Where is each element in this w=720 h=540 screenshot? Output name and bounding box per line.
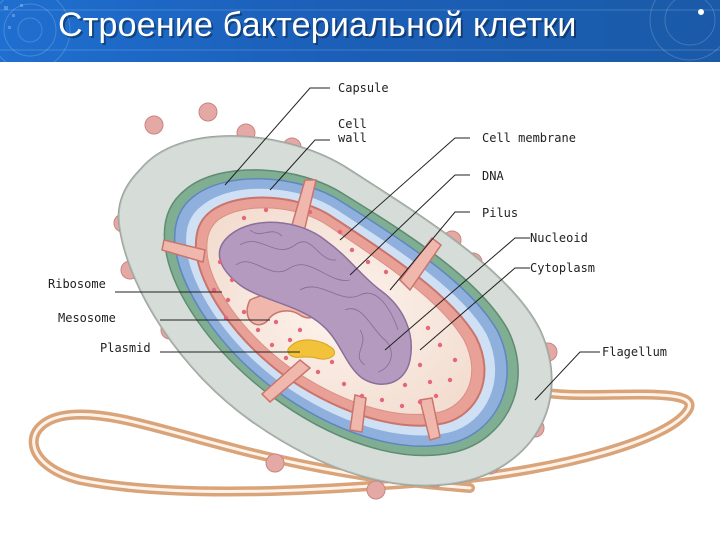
label-plasmid: Plasmid <box>100 341 151 355</box>
label-cell-wall-line1: Cell <box>338 117 367 131</box>
title-bar: Строение бактериальной клетки Строение б… <box>0 0 720 62</box>
label-dna: DNA <box>482 169 504 183</box>
nucleoid <box>218 221 412 385</box>
slide-title-shadow: Строение бактериальной клетки <box>60 8 579 46</box>
label-ribosome: Ribosome <box>48 277 106 291</box>
label-cell-membrane: Cell membrane <box>482 131 576 145</box>
ribosomes <box>211 207 458 409</box>
corner-dot-icon <box>698 9 704 15</box>
label-mesosome: Mesosome <box>58 311 116 325</box>
label-nucleoid: Nucleoid <box>530 231 588 245</box>
membrane-infoldings <box>161 179 443 441</box>
label-capsule: Capsule <box>338 81 389 95</box>
label-cell-wall-line2: wall <box>338 131 367 145</box>
label-flagellum: Flagellum <box>602 345 667 359</box>
label-cytoplasm: Cytoplasm <box>530 261 595 275</box>
title-bar-decoration <box>0 0 720 62</box>
bacterial-cell-diagram: Capsule Cell wall Cell membrane DNA Pilu… <box>28 81 695 500</box>
dna-strands <box>235 229 399 373</box>
label-pilus: Pilus <box>482 206 518 220</box>
leader-lines <box>115 87 600 401</box>
slide-title: Строение бактериальной клетки <box>58 6 577 44</box>
